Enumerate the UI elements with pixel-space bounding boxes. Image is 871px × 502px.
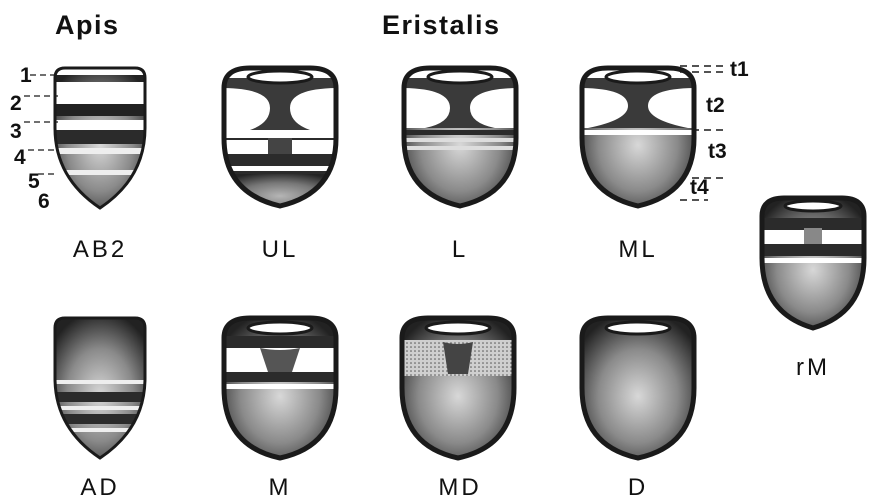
pattern-label-ul: UL xyxy=(210,236,350,264)
segment-guide-lines xyxy=(18,60,68,210)
pattern-label-ad: AD xyxy=(30,474,170,502)
tergite-guide-lines xyxy=(680,60,740,210)
abdomen-md xyxy=(398,318,518,460)
pattern-label-ab2: AB2 xyxy=(30,236,170,264)
pattern-label-ml: ML xyxy=(568,236,708,264)
pattern-label-m: M xyxy=(210,474,350,502)
abdomen-rm xyxy=(758,198,868,328)
pattern-label-l: L xyxy=(390,236,530,264)
heading-apis: Apis xyxy=(55,10,120,41)
abdomen-ad xyxy=(50,318,150,458)
abdomen-m xyxy=(220,318,340,460)
abdomen-ul xyxy=(220,68,340,208)
pattern-label-rm: rM xyxy=(743,354,871,382)
abdomen-l xyxy=(400,68,520,208)
heading-eristalis: Eristalis xyxy=(382,10,501,41)
pattern-label-md: MD xyxy=(390,474,530,502)
abdomen-d xyxy=(578,318,698,460)
pattern-label-d: D xyxy=(568,474,708,502)
